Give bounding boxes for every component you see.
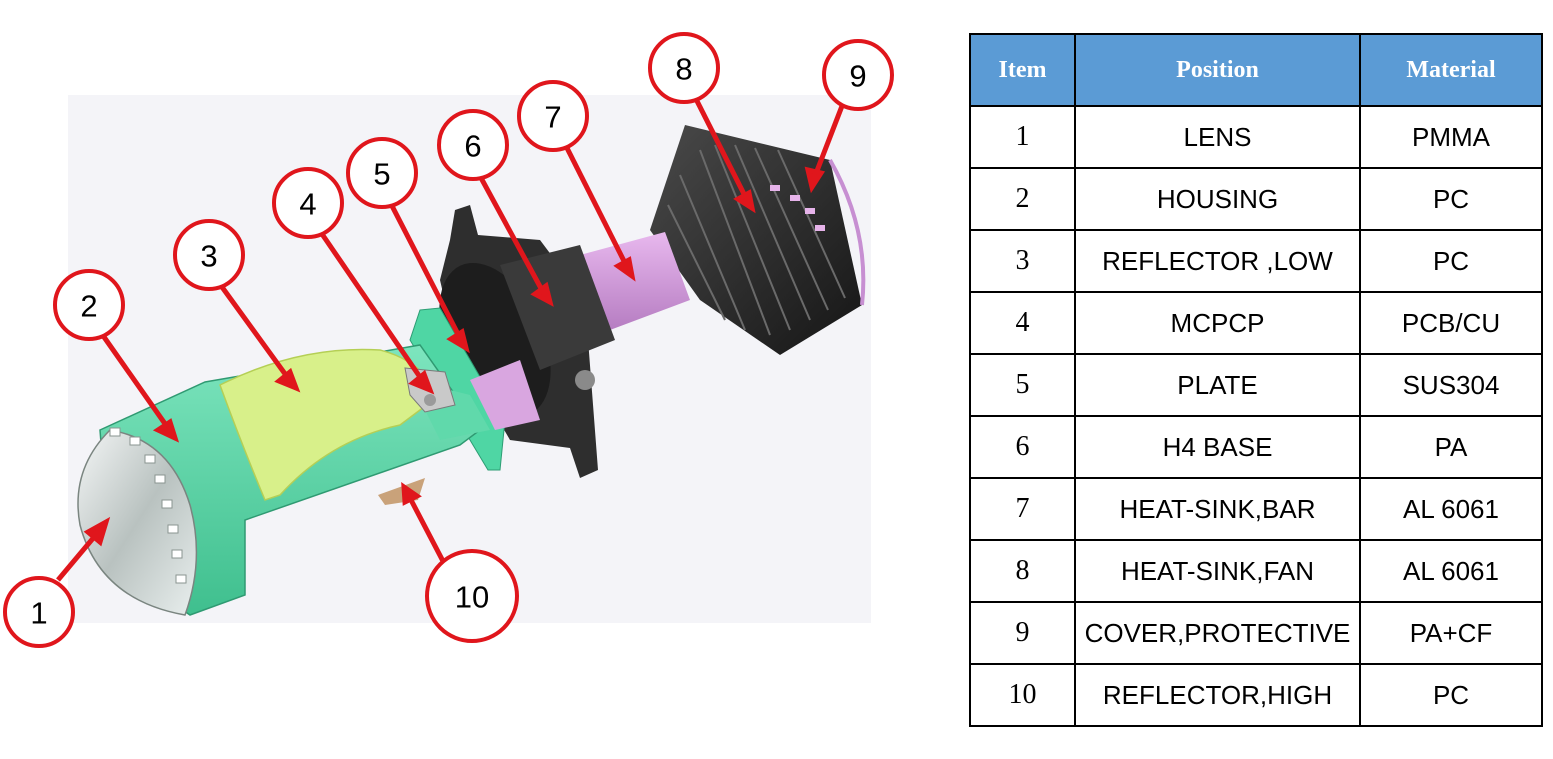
callout-circle-3 bbox=[173, 219, 245, 291]
position-cell: LENS bbox=[1074, 105, 1361, 169]
table-header-row: Item Position Material bbox=[969, 33, 1543, 107]
callout-label-1: 1 bbox=[30, 596, 47, 631]
material-cell: PCB/CU bbox=[1359, 291, 1543, 355]
reflector-low bbox=[219, 348, 441, 501]
material-cell: PMMA bbox=[1359, 105, 1543, 169]
table-row: 10 REFLECTOR,HIGH PC bbox=[969, 663, 1543, 727]
item-cell: 9 bbox=[969, 601, 1076, 665]
item-cell: 5 bbox=[969, 353, 1076, 417]
item-cell: 7 bbox=[969, 477, 1076, 541]
position-cell: HEAT-SINK,BAR bbox=[1074, 477, 1361, 541]
callout-labels: 1 2 3 4 5 6 7 8 9 10 bbox=[30, 52, 866, 631]
callout-label-2: 2 bbox=[80, 289, 97, 324]
material-cell: PA bbox=[1359, 415, 1543, 479]
material-cell: AL 6061 bbox=[1359, 539, 1543, 603]
callout-circle-8 bbox=[648, 32, 720, 104]
callout-arrow-2 bbox=[101, 335, 180, 443]
callout-circle-2 bbox=[53, 269, 125, 341]
table-row: 8 HEAT-SINK,FAN AL 6061 bbox=[969, 539, 1543, 603]
callout-arrow-7 bbox=[563, 144, 636, 282]
item-cell: 2 bbox=[969, 167, 1076, 231]
material-cell: SUS304 bbox=[1359, 353, 1543, 417]
callout-circle-1 bbox=[3, 576, 75, 648]
headlight-bulb-render bbox=[77, 125, 866, 616]
callout-circle-4 bbox=[272, 167, 344, 239]
callout-label-9: 9 bbox=[849, 59, 866, 94]
callout-arrows bbox=[56, 97, 845, 582]
lens bbox=[77, 427, 198, 616]
position-cell: MCPCP bbox=[1074, 291, 1361, 355]
item-cell: 1 bbox=[969, 105, 1076, 169]
callout-circle-10 bbox=[425, 549, 519, 643]
header-position: Position bbox=[1074, 33, 1361, 107]
item-cell: 4 bbox=[969, 291, 1076, 355]
position-cell: REFLECTOR ,LOW bbox=[1074, 229, 1361, 293]
position-cell: PLATE bbox=[1074, 353, 1361, 417]
material-cell: PC bbox=[1359, 167, 1543, 231]
header-material: Material bbox=[1359, 33, 1543, 107]
position-cell: HEAT-SINK,FAN bbox=[1074, 539, 1361, 603]
material-cell: AL 6061 bbox=[1359, 477, 1543, 541]
material-cell: PC bbox=[1359, 663, 1543, 727]
callouts bbox=[3, 32, 894, 648]
callout-circle-9 bbox=[822, 39, 894, 111]
callout-arrow-6 bbox=[477, 174, 554, 307]
table-row: 1 LENS PMMA bbox=[969, 105, 1543, 169]
callout-arrow-5 bbox=[387, 200, 470, 354]
exploded-diagram: 1 2 3 4 5 6 7 8 9 10 bbox=[3, 32, 894, 648]
callout-circle-6 bbox=[437, 109, 509, 181]
position-cell: HOUSING bbox=[1074, 167, 1361, 231]
callout-label-5: 5 bbox=[373, 157, 390, 192]
table-row: 9 COVER,PROTECTIVE PA+CF bbox=[969, 601, 1543, 665]
parts-table: Item Position Material 1 LENS PMMA 2 HOU… bbox=[969, 33, 1543, 727]
callout-arrow-4 bbox=[319, 232, 435, 395]
table-row: 5 PLATE SUS304 bbox=[969, 353, 1543, 417]
callout-label-3: 3 bbox=[200, 239, 217, 274]
table-row: 3 REFLECTOR ,LOW PC bbox=[969, 229, 1543, 293]
callout-label-8: 8 bbox=[675, 52, 692, 87]
callout-arrow-8 bbox=[693, 97, 756, 214]
material-cell: PA+CF bbox=[1359, 601, 1543, 665]
callout-arrow-3 bbox=[219, 285, 301, 393]
item-cell: 3 bbox=[969, 229, 1076, 293]
table-row: 4 MCPCP PCB/CU bbox=[969, 291, 1543, 355]
neck bbox=[470, 360, 540, 430]
callout-label-7: 7 bbox=[544, 100, 561, 135]
callout-arrow-10 bbox=[401, 481, 448, 567]
table-row: 6 H4 BASE PA bbox=[969, 415, 1543, 479]
position-cell: COVER,PROTECTIVE bbox=[1074, 601, 1361, 665]
callout-circle-5 bbox=[346, 137, 418, 209]
callout-circle-7 bbox=[517, 80, 589, 152]
item-cell: 6 bbox=[969, 415, 1076, 479]
callout-arrow-1 bbox=[56, 516, 111, 582]
material-cell: PC bbox=[1359, 229, 1543, 293]
item-cell: 10 bbox=[969, 663, 1076, 727]
table-row: 2 HOUSING PC bbox=[969, 167, 1543, 231]
table-row: 7 HEAT-SINK,BAR AL 6061 bbox=[969, 477, 1543, 541]
header-item: Item bbox=[969, 33, 1076, 107]
position-cell: REFLECTOR,HIGH bbox=[1074, 663, 1361, 727]
item-cell: 8 bbox=[969, 539, 1076, 603]
position-cell: H4 BASE bbox=[1074, 415, 1361, 479]
callout-arrow-9 bbox=[804, 105, 845, 194]
callout-label-6: 6 bbox=[464, 129, 481, 164]
callout-label-10: 10 bbox=[455, 580, 489, 615]
callout-label-4: 4 bbox=[299, 187, 316, 222]
